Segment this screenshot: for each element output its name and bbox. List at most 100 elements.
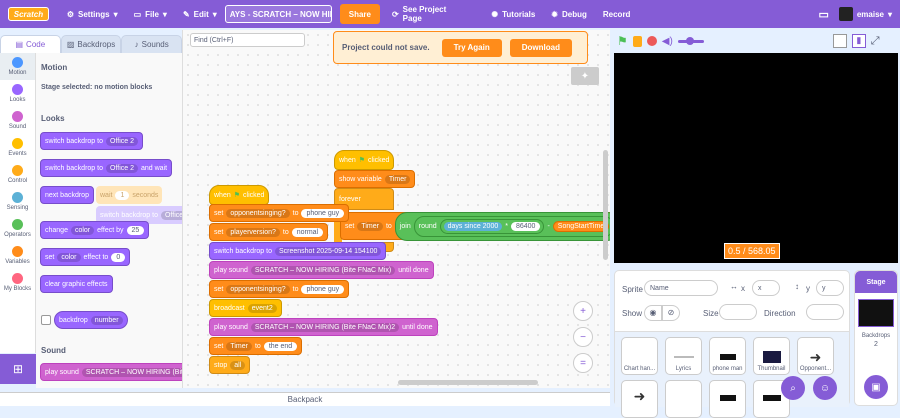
zoom-in-button[interactable]: +: [573, 301, 593, 321]
file-menu[interactable]: ▭ File ▾: [126, 0, 175, 28]
backdrop-number-reporter[interactable]: backdrop number: [54, 311, 128, 329]
round-reporter[interactable]: round days since 2000 * 86400 - SongStar…: [413, 215, 610, 237]
size-input[interactable]: [719, 304, 757, 320]
variable-dropdown[interactable]: Timer: [357, 221, 383, 231]
backdrop-reporter-checkbox[interactable]: [41, 315, 51, 325]
backpack-panel[interactable]: Backpack: [0, 392, 610, 406]
variable-dropdown[interactable]: Timer: [384, 174, 411, 184]
find-input[interactable]: Find (Ctrl+F): [190, 33, 305, 47]
switch-backdrop-block[interactable]: switch backdrop to Office 2: [40, 132, 143, 150]
my-stuff-icon[interactable]: ▭: [818, 8, 829, 21]
category-sound[interactable]: Sound: [0, 107, 35, 134]
change-effect-block[interactable]: change color effect by 25: [40, 221, 150, 239]
sprite-name-input[interactable]: Name: [644, 280, 718, 296]
sprite-tile[interactable]: [709, 380, 746, 418]
effect-value-input[interactable]: 0: [111, 252, 126, 262]
sprite-tile[interactable]: ➜Opponent...: [797, 337, 834, 375]
multiply-reporter[interactable]: days since 2000 * 86400: [439, 218, 545, 234]
forever-block[interactable]: forever: [334, 188, 394, 210]
project-title-input[interactable]: AYS - SCRATCH – NOW HIRI: [224, 5, 332, 23]
tutorials-button[interactable]: ✺ Tutorials: [483, 0, 543, 28]
stop-button[interactable]: [646, 36, 657, 46]
when-flag-clicked-block[interactable]: when ⚑ clicked: [334, 150, 395, 170]
choose-sprite-button[interactable]: ☺: [813, 376, 837, 400]
download-button[interactable]: Download: [509, 38, 572, 57]
stop-all-block[interactable]: stop all: [209, 356, 251, 374]
sprite-tile[interactable]: [665, 380, 702, 418]
clear-effects-block[interactable]: clear graphic effects: [40, 275, 113, 293]
small-stage-button[interactable]: [832, 34, 847, 48]
choose-backdrop-button[interactable]: ▣: [864, 375, 888, 399]
backdrop-dropdown[interactable]: Office 2: [105, 136, 138, 146]
volume-slider[interactable]: [677, 36, 704, 45]
show-variable-block[interactable]: show variable Timer: [334, 170, 416, 188]
fullscreen-icon[interactable]: ⤢: [870, 34, 880, 47]
song-start-reporter[interactable]: SongStartTime: [552, 220, 610, 232]
switch-backdrop-block-2[interactable]: switch backdrop to Screenshot 2025-09-14…: [209, 242, 387, 260]
volume-slider-knob[interactable]: [685, 36, 694, 45]
set-timer-block[interactable]: set Timer to the end: [209, 337, 303, 355]
switch-backdrop-wait-block[interactable]: switch backdrop to Office 2 and wait: [40, 159, 173, 177]
account-menu[interactable]: emaise ▾: [837, 0, 900, 28]
effect-dropdown[interactable]: color: [57, 252, 81, 262]
value-input[interactable]: the end: [263, 341, 298, 351]
effect-value-input[interactable]: 25: [126, 225, 145, 235]
sprite-tile[interactable]: Thumbnail: [753, 337, 790, 375]
scratch-logo[interactable]: Scratch: [8, 7, 49, 21]
next-backdrop-block[interactable]: next backdrop: [40, 186, 94, 204]
set-opponent-singing-block-2[interactable]: set opponentsinging? to phone guy: [209, 280, 350, 298]
play-sound-block[interactable]: play sound SCRATCH – NOW HIRING (Bite FN…: [40, 363, 182, 381]
join-reporter[interactable]: join round days since 2000 * 86400 - Son…: [394, 211, 610, 241]
stage-canvas[interactable]: [614, 53, 898, 263]
sound-dropdown[interactable]: SCRATCH – NOW HIRING (Bite FNaC Mix)2: [250, 322, 400, 332]
backdrop-attribute-dropdown[interactable]: number: [90, 315, 123, 325]
category-my-blocks[interactable]: My Blocks: [0, 269, 35, 296]
zoom-reset-button[interactable]: =: [573, 353, 593, 373]
sprite-tile[interactable]: Chart han...: [621, 337, 658, 375]
script-area[interactable]: when ⚑ clicked show variable Timer forev…: [182, 30, 610, 388]
when-flag-clicked-block-2[interactable]: when ⚑ clicked: [209, 185, 270, 205]
sound-dropdown[interactable]: SCRATCH – NOW HIRING (Bite FNaC Mix): [81, 367, 182, 377]
zoom-out-button[interactable]: −: [573, 327, 593, 347]
value-input[interactable]: normal: [291, 227, 324, 237]
pause-button[interactable]: [632, 35, 642, 47]
share-button[interactable]: Share: [339, 4, 380, 24]
variable-dropdown[interactable]: Timer: [226, 341, 252, 351]
sprite-tile[interactable]: ➜: [621, 380, 658, 418]
horizontal-scrollbar[interactable]: [398, 380, 538, 385]
category-motion[interactable]: Motion: [0, 53, 35, 80]
backdrop-dropdown[interactable]: Office 2: [105, 163, 138, 173]
days-since-2000-reporter[interactable]: days since 2000: [443, 221, 503, 231]
category-variables[interactable]: Variables: [0, 242, 35, 269]
show-visible-button[interactable]: ◉: [644, 305, 662, 321]
category-control[interactable]: Control: [0, 161, 35, 188]
hide-visible-button[interactable]: ⊘: [662, 305, 680, 321]
backdrop-dropdown[interactable]: Screenshot 2025-09-14 154100: [274, 246, 382, 256]
set-timer-join-block[interactable]: set Timer to join round days since 2000 …: [340, 211, 610, 241]
settings-menu[interactable]: ⚙ Settings ▾: [59, 0, 126, 28]
y-input[interactable]: y: [816, 280, 844, 296]
sound-dropdown[interactable]: SCRATCH – NOW HIRING (Bite FNaC Mix): [250, 265, 396, 275]
volume-icon[interactable]: ◀): [661, 35, 673, 47]
record-button[interactable]: Record: [602, 9, 631, 19]
broadcast-block[interactable]: broadcast event2: [209, 299, 282, 317]
set-opponent-singing-block[interactable]: set opponentsinging? to phone guy: [209, 204, 350, 222]
play-sound-until-done-block[interactable]: play sound SCRATCH – NOW HIRING (Bite FN…: [209, 261, 434, 279]
stage-selector[interactable]: Stage Backdrops 2 ▣: [854, 270, 898, 406]
category-sensing[interactable]: Sensing: [0, 188, 35, 215]
large-stage-button[interactable]: ▮: [851, 34, 866, 48]
tab-code[interactable]: ▤Code: [0, 35, 61, 53]
set-player-version-block[interactable]: set playerversion? to normal: [209, 223, 329, 241]
value-input[interactable]: phone guy: [301, 284, 345, 294]
vertical-scrollbar[interactable]: [603, 150, 608, 260]
green-flag-button[interactable]: ⚑: [617, 34, 628, 48]
see-project-page-button[interactable]: ⟳ See Project Page: [384, 0, 473, 28]
tab-backdrops[interactable]: ▨Backdrops: [60, 35, 122, 53]
variable-dropdown[interactable]: opponentsinging?: [226, 208, 290, 218]
category-operators[interactable]: Operators: [0, 215, 35, 242]
add-extension-button[interactable]: ⊞: [0, 354, 36, 384]
try-again-button[interactable]: Try Again: [441, 38, 502, 57]
edit-menu[interactable]: ✎ Edit ▾: [175, 0, 225, 28]
variable-dropdown[interactable]: playerversion?: [226, 227, 280, 237]
sprite-tile[interactable]: phone man: [709, 337, 746, 375]
